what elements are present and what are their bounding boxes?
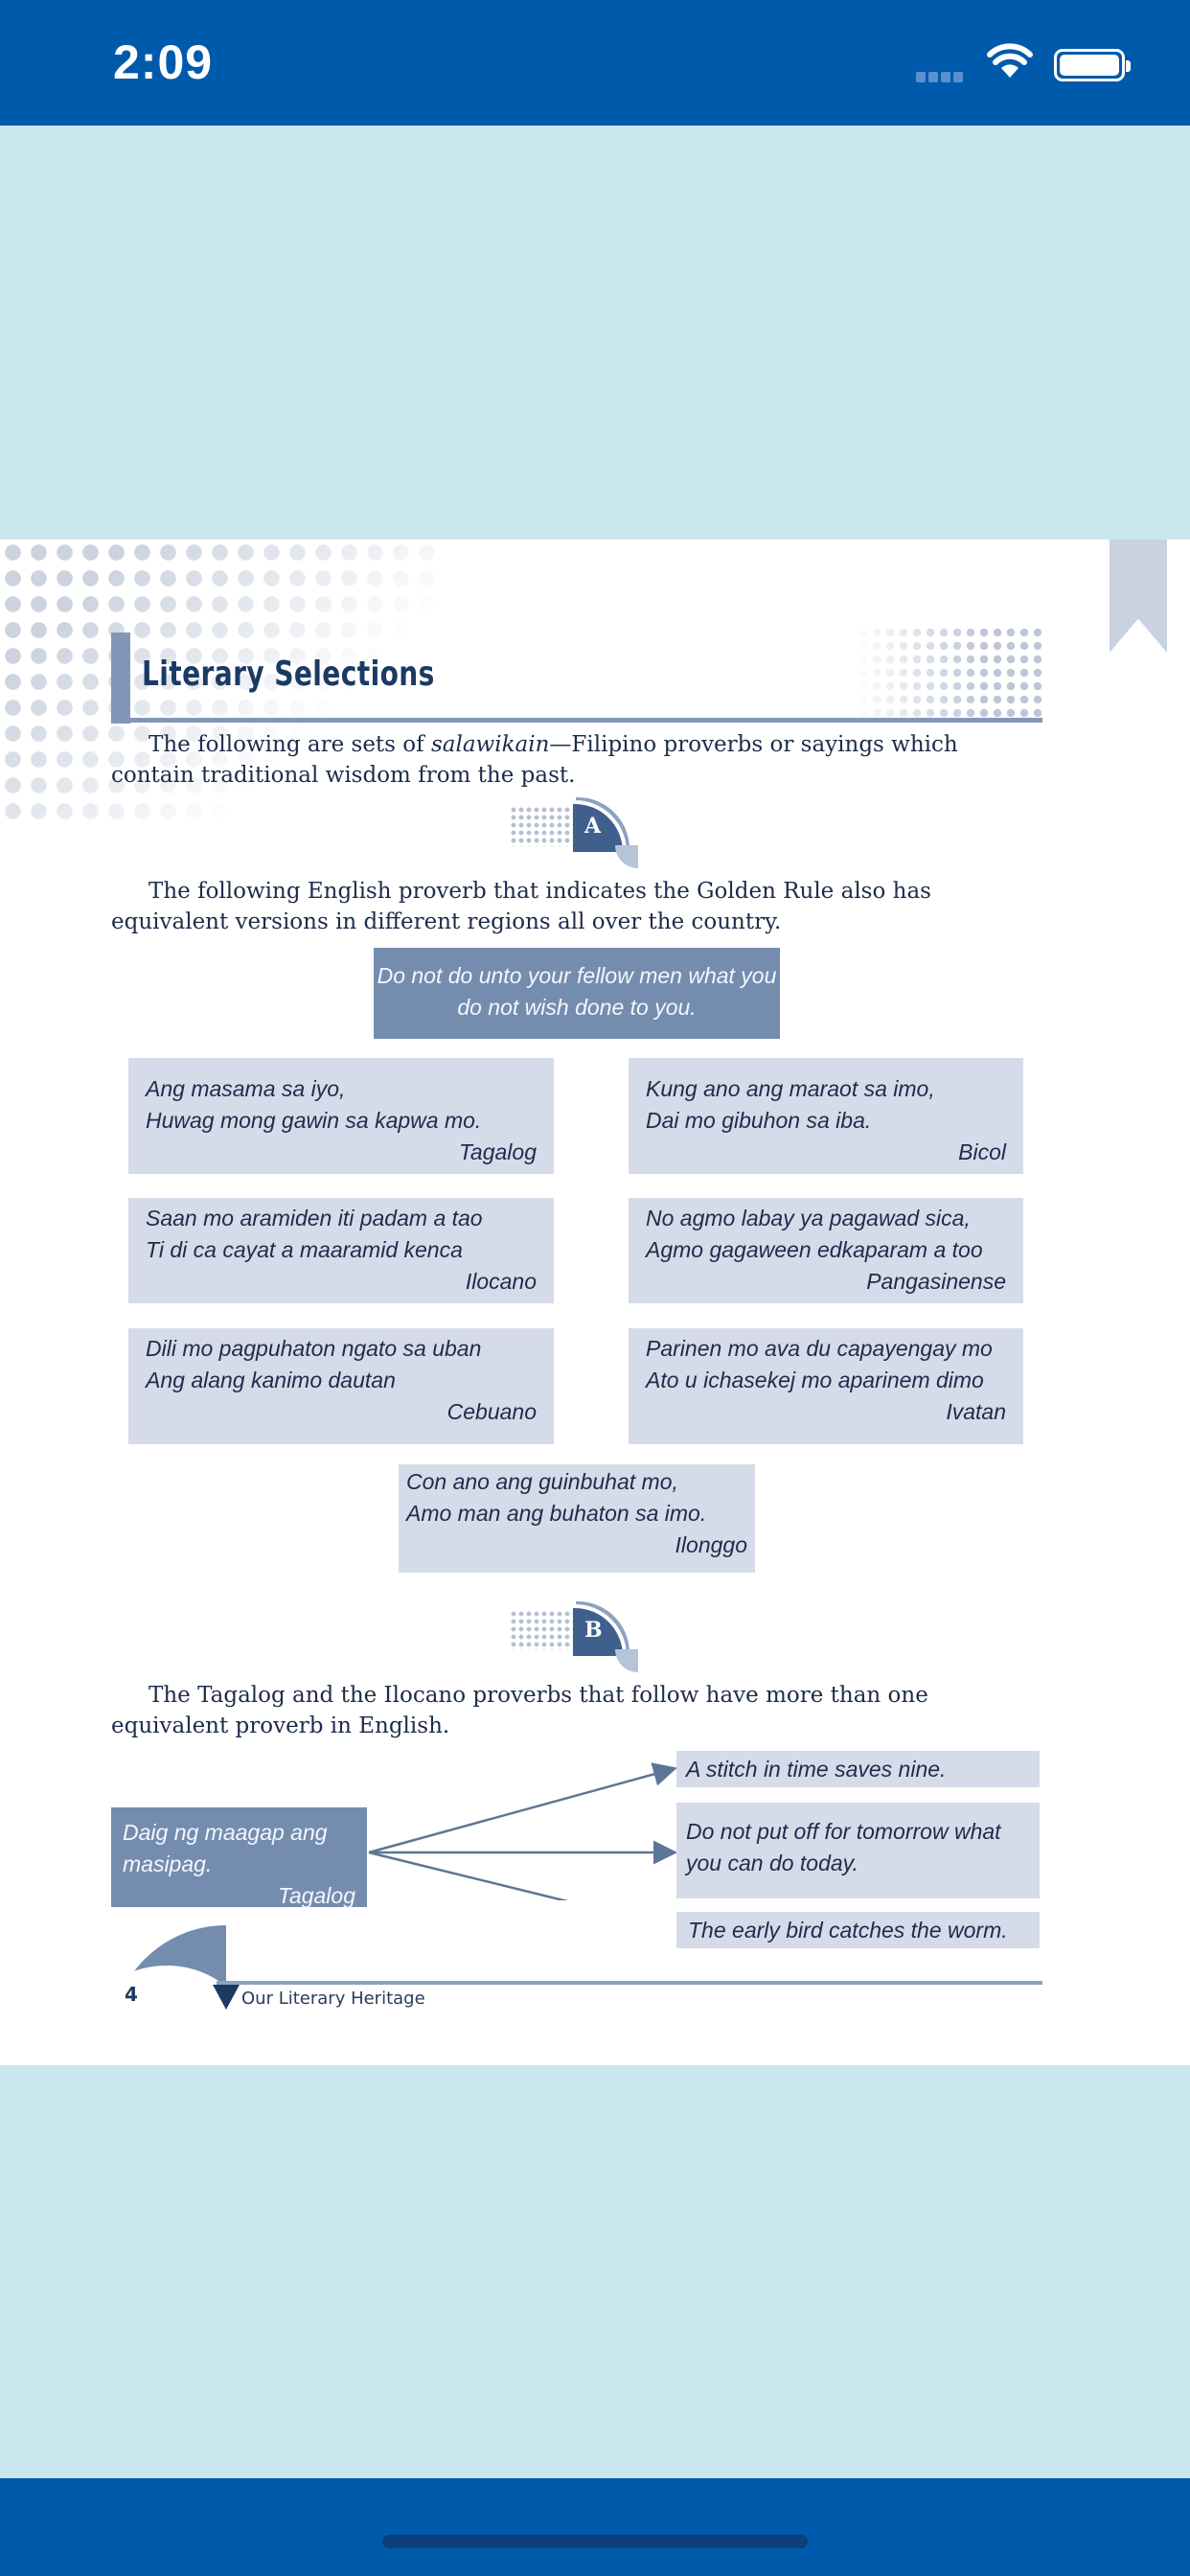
section-heading: Literary Selections bbox=[142, 655, 435, 694]
section-b-paragraph: The Tagalog and the Ilocano proverbs tha… bbox=[111, 1683, 928, 1738]
footer-rule bbox=[217, 1981, 1042, 1985]
bookmark-icon[interactable] bbox=[1110, 540, 1167, 653]
footer-title: Our Literary Heritage bbox=[241, 1989, 425, 2009]
bottom-bar bbox=[0, 2478, 1190, 2576]
page-number: 4 bbox=[125, 1983, 138, 2006]
proverb-ivatan: Parinen mo ava du capayengay mo Ato u ic… bbox=[629, 1328, 1023, 1444]
section-a-paragraph: The following English proverb that indic… bbox=[111, 879, 931, 934]
heading-accent-bar bbox=[111, 632, 130, 724]
decorative-dots bbox=[0, 540, 441, 827]
home-indicator[interactable] bbox=[382, 2535, 808, 2548]
proverb-pangasinense: No agmo labay ya pagawad sica, Agmo gaga… bbox=[629, 1198, 1023, 1303]
proverb-bicol: Kung ano ang maraot sa imo, Dai mo gibuh… bbox=[629, 1058, 1023, 1174]
connector-arrows bbox=[368, 1762, 677, 1900]
decorative-dots bbox=[843, 626, 1044, 722]
heading-rule bbox=[130, 718, 1042, 723]
section-b-badge: B bbox=[510, 1604, 653, 1676]
proverb-ilonggo: Con ano ang guinbuhat mo, Amo man ang bu… bbox=[399, 1464, 755, 1573]
english-proverb-tomorrow: Do not put off for tomorrow what you can… bbox=[676, 1803, 1040, 1898]
status-time: 2:09 bbox=[113, 35, 214, 89]
battery-icon bbox=[1054, 49, 1131, 81]
proverb-tagalog: Ang masama sa iyo, Huwag mong gawin sa k… bbox=[128, 1058, 554, 1174]
english-proverb-stitch: A stitch in time saves nine. bbox=[676, 1751, 1040, 1787]
book-page[interactable]: Literary Selections The following are se… bbox=[0, 540, 1190, 2065]
golden-rule-quote: Do not do unto your fellow men what you … bbox=[374, 948, 780, 1039]
section-a-badge: A bbox=[510, 800, 653, 872]
proverb-cebuano: Dili mo pagpuhaton ngato sa uban Ang ala… bbox=[128, 1328, 554, 1444]
cellular-signal-icon bbox=[916, 70, 966, 87]
status-bar: 2:09 bbox=[0, 0, 1190, 126]
english-proverb-early-bird: The early bird catches the worm. bbox=[676, 1912, 1040, 1948]
wifi-icon bbox=[987, 43, 1033, 78]
tagalog-proverb-box: Daig ng maagap ang masipag. Tagalog bbox=[111, 1807, 367, 1908]
proverb-ilocano: Saan mo aramiden iti padam a tao Ti di c… bbox=[128, 1198, 554, 1303]
footer-triangle bbox=[213, 1985, 240, 2010]
intro-paragraph: The following are sets of salawikain—Fil… bbox=[111, 732, 958, 788]
footer-decoration bbox=[111, 1925, 226, 2021]
